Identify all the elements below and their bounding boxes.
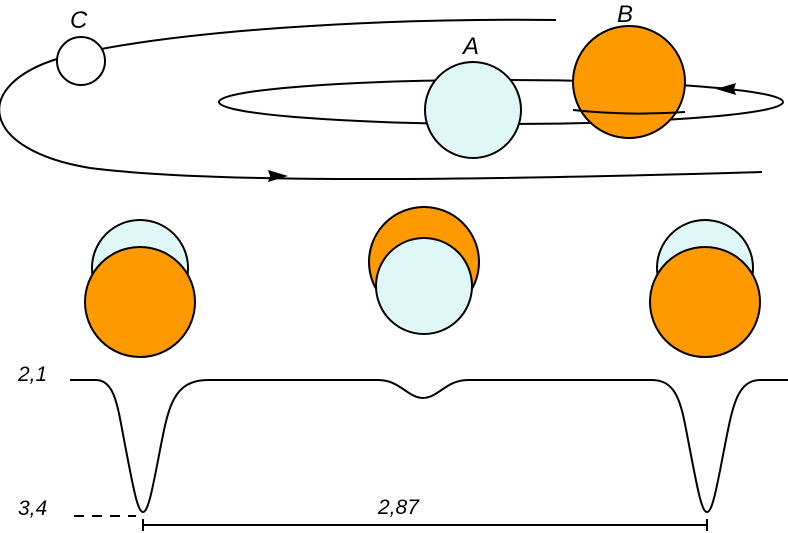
eclipse-left-star-b <box>84 246 196 358</box>
light-curve-bottom-value: 3,4 <box>18 497 47 520</box>
eclipse-middle-star-a <box>375 237 473 335</box>
eclipse-phase-right <box>649 219 761 358</box>
eclipse-phase-middle <box>368 206 480 335</box>
star-a-label: A <box>461 33 479 60</box>
star-c-label: C <box>70 7 88 34</box>
star-b <box>572 25 686 139</box>
orbit-ab-front <box>572 109 686 115</box>
light-curve-top-value: 2,1 <box>17 363 47 386</box>
star-a <box>424 61 522 159</box>
star-c <box>56 36 106 86</box>
star-b-label: B <box>617 1 633 28</box>
eclipse-right-star-b <box>649 246 761 358</box>
orbit-ab-arrow <box>716 83 736 95</box>
period-label: 2,87 <box>377 496 420 519</box>
eclipse-phase-left <box>84 219 196 358</box>
light-curve <box>70 379 788 514</box>
orbit-c <box>0 18 763 181</box>
orbit-c-arrow <box>268 170 288 182</box>
